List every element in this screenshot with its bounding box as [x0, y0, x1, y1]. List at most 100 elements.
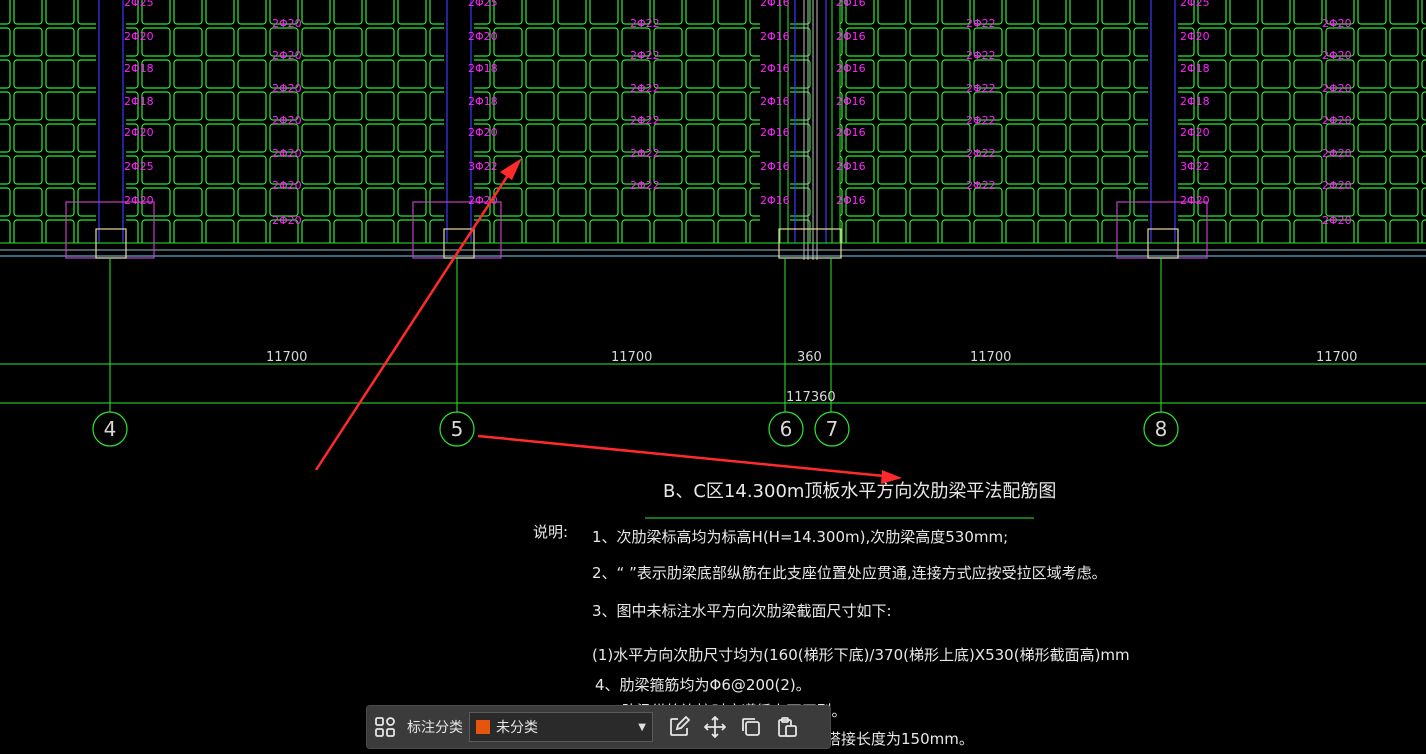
rebar-label: 2Φ22 [966, 147, 996, 160]
copy-icon [742, 718, 760, 736]
markup-arrows [314, 158, 902, 484]
rebar-label: 2Φ20 [1322, 82, 1352, 95]
rebar-label: 2Φ16 [760, 62, 790, 75]
rebar-label: 2Φ20 [272, 49, 302, 62]
rebar-label: 3Φ22 [1180, 160, 1210, 173]
rebar-label: 2Φ22 [630, 147, 660, 160]
rebar-label: 2Φ16 [836, 160, 866, 173]
rebar-label: 2Φ22 [966, 17, 996, 30]
rebar-label: 2Φ20 [1322, 49, 1352, 62]
dim-span-1: 11700 [266, 350, 307, 365]
rebar-label: 2Φ20 [1180, 194, 1210, 207]
category-value: 未分类 [496, 720, 538, 736]
rebar-label: 2Φ22 [966, 114, 996, 127]
rebar-labels: 2Φ25 2Φ20 2Φ18 2Φ18 2Φ20 2Φ25 2Φ20 2Φ20 2Φ20 2Φ20… [124, 0, 1352, 227]
rebar-label: 2Φ20 [468, 126, 498, 139]
rebar-label: 2Φ16 [760, 30, 790, 43]
rebar-label: 2Φ22 [630, 17, 660, 30]
rebar-label: 2Φ16 [836, 30, 866, 43]
column-supports [65, 201, 1208, 259]
rebar-label: 2Φ20 [272, 214, 302, 227]
rebar-label: 2Φ20 [1322, 114, 1352, 127]
rebar-label: 2Φ22 [630, 82, 660, 95]
rebar-label: 2Φ20 [1322, 179, 1352, 192]
note-3-1: (1)水平方向次肋尺寸均为(160(梯形下底)/370(梯形上底)X530(梯形… [592, 646, 1130, 664]
rebar-label: 2Φ18 [124, 95, 154, 108]
rebar-label: 2Φ20 [468, 30, 498, 43]
move-icon [704, 716, 726, 738]
note-1: 1、次肋梁标高均为标高H(H=14.300m),次肋梁高度530mm; [592, 528, 1008, 546]
rebar-label: 2Φ16 [836, 0, 866, 9]
rebar-label: 3Φ22 [468, 160, 498, 173]
rebar-label: 2Φ20 [272, 17, 302, 30]
dimension-lines [0, 363, 1426, 404]
rebar-label: 2Φ16 [836, 95, 866, 108]
rebar-label: 2Φ20 [1322, 17, 1352, 30]
axis-lines [109, 258, 1162, 412]
rebar-label: 2Φ20 [272, 179, 302, 192]
drawing-title: B、C区14.300m顶板水平方向次肋梁平法配筋图 [663, 481, 1056, 502]
slab-edge [0, 242, 1426, 257]
note-5-cont: 搭接长度为150mm。 [826, 730, 974, 748]
rebar-label: 2Φ18 [468, 62, 498, 75]
note-3: 3、图中未标注水平方向次肋梁截面尺寸如下: [592, 602, 892, 620]
rebar-label: 2Φ18 [124, 62, 154, 75]
markup-arrow-1 [314, 171, 512, 471]
rebar-label: 2Φ22 [966, 179, 996, 192]
rebar-label: 2Φ16 [760, 160, 790, 173]
annotation-toolbar: 标注分类 未分类 ▼ [367, 706, 830, 748]
rebar-label: 2Φ20 [124, 126, 154, 139]
rebar-label: 2Φ20 [272, 114, 302, 127]
rebar-label: 2Φ16 [760, 0, 790, 9]
edit-icon [670, 716, 690, 736]
rebar-label: 2Φ20 [124, 30, 154, 43]
category-select[interactable]: 未分类 ▼ [469, 712, 653, 742]
axis-4: 4 [104, 417, 117, 441]
note-2: 2、“ ”表示肋梁底部纵筋在此支座位置处应贯通,连接方式应按受拉区域考虑。 [592, 564, 1107, 582]
dim-span-4: 11700 [1316, 350, 1357, 365]
rebar-label: 2Φ18 [1180, 62, 1210, 75]
rebar-label: 2Φ16 [836, 62, 866, 75]
note-4: 4、肋梁箍筋均为Φ6@200(2)。 [595, 676, 811, 694]
rebar-label: 2Φ20 [1322, 147, 1352, 160]
paste-icon [778, 717, 797, 737]
rebar-label: 2Φ22 [966, 49, 996, 62]
category-color-swatch [476, 720, 490, 734]
rebar-label: 2Φ25 [1180, 0, 1210, 9]
axis-7: 7 [826, 417, 839, 441]
dim-span-3: 11700 [970, 350, 1011, 365]
rebar-label: 2Φ25 [468, 0, 498, 9]
rebar-label: 2Φ20 [1322, 214, 1352, 227]
rebar-label: 2Φ22 [630, 49, 660, 62]
notes-label: 说明: [533, 523, 568, 541]
rebar-label: 2Φ22 [630, 179, 660, 192]
rebar-label: 2Φ22 [630, 114, 660, 127]
dim-gap: 360 [797, 350, 822, 365]
axis-5: 5 [451, 417, 464, 441]
axis-8: 8 [1155, 417, 1168, 441]
paste-button[interactable] [769, 706, 805, 748]
axis-bubbles [92, 411, 1179, 447]
rebar-label: 2Φ20 [272, 82, 302, 95]
rebar-label: 2Φ16 [760, 126, 790, 139]
chevron-down-icon: ▼ [638, 721, 646, 733]
rebar-label: 2Φ20 [1180, 126, 1210, 139]
rebar-label: 2Φ16 [760, 194, 790, 207]
rebar-label: 2Φ20 [272, 147, 302, 160]
rebar-label: 2Φ20 [124, 194, 154, 207]
rebar-label: 2Φ22 [966, 82, 996, 95]
rebar-label: 2Φ25 [124, 0, 154, 9]
copy-button[interactable] [733, 706, 769, 748]
expansion-joint [803, 0, 818, 260]
dim-span-2: 11700 [611, 350, 652, 365]
layout-button[interactable] [367, 706, 403, 748]
rebar-label: 2Φ25 [124, 160, 154, 173]
move-button[interactable] [697, 706, 733, 748]
edit-button[interactable] [661, 706, 697, 748]
grid-layout-icon [375, 717, 395, 737]
category-label: 标注分类 [407, 720, 463, 736]
rebar-label: 2Φ18 [468, 95, 498, 108]
rebar-label: 2Φ18 [1180, 95, 1210, 108]
rebar-label: 2Φ20 [1180, 30, 1210, 43]
